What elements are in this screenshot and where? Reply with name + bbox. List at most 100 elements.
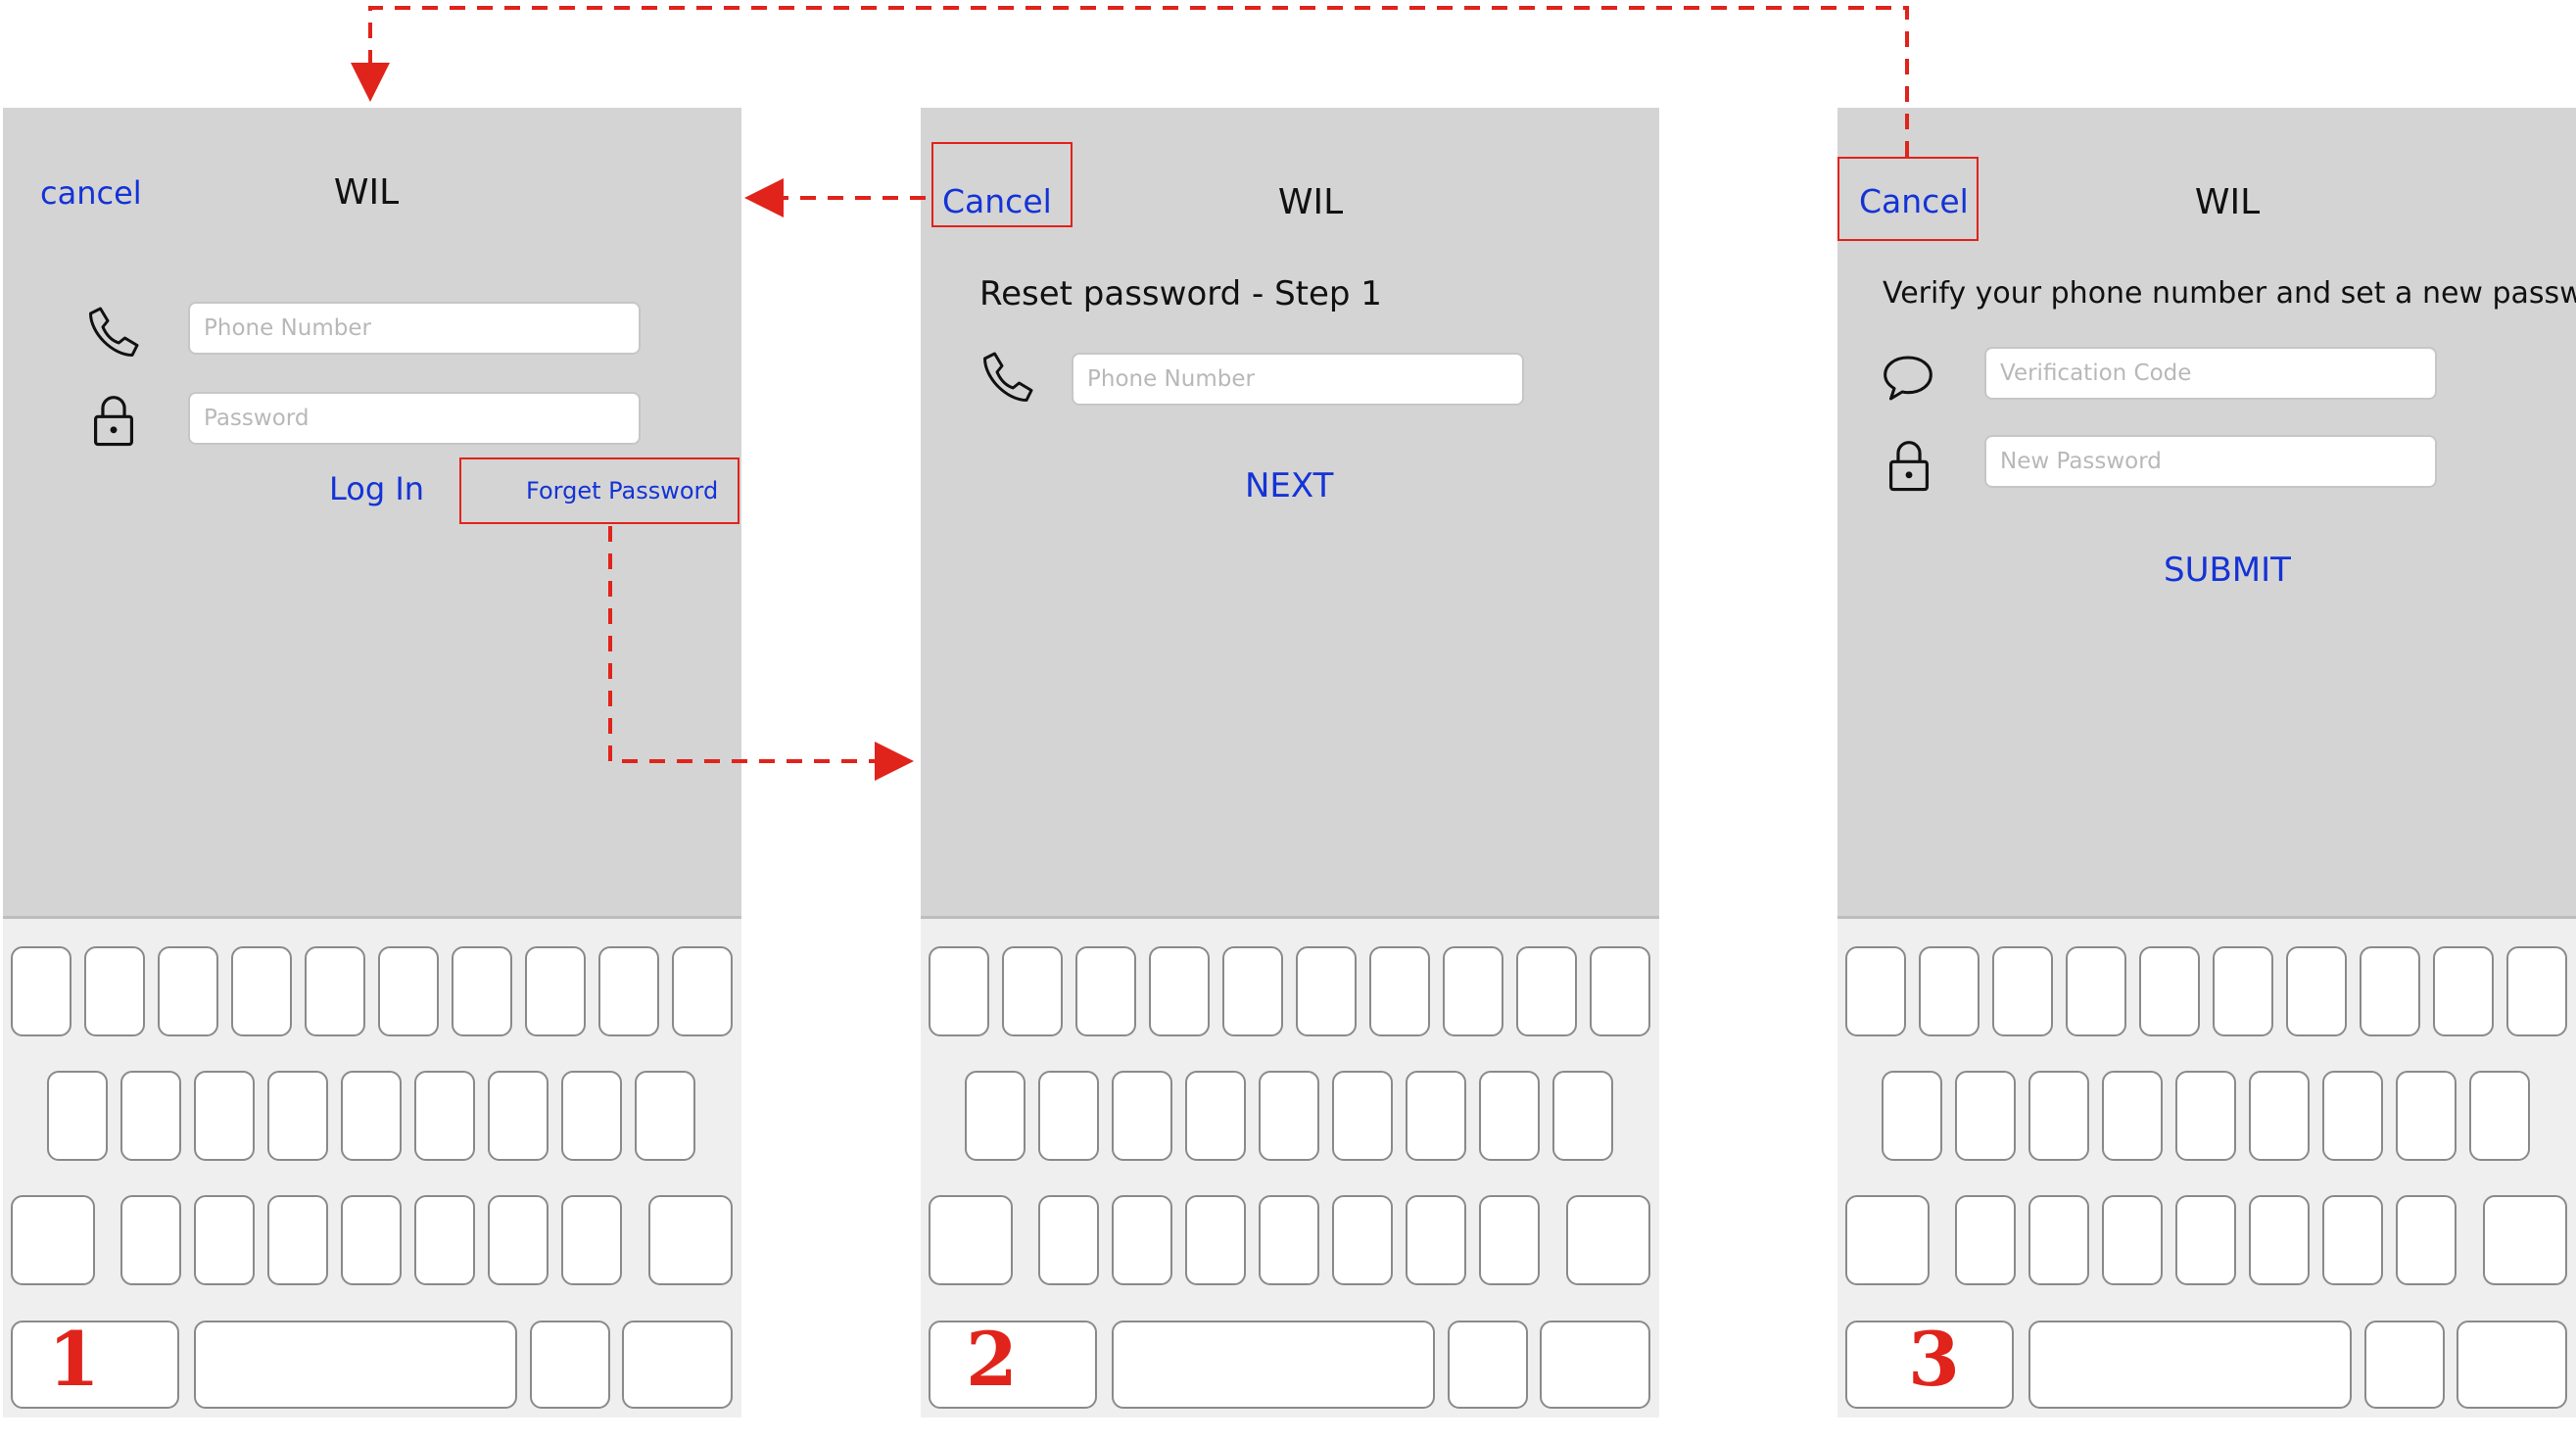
key[interactable] xyxy=(1222,946,1283,1036)
delete-key[interactable] xyxy=(2483,1195,2567,1285)
space-key[interactable] xyxy=(2028,1321,2352,1409)
key[interactable] xyxy=(2360,946,2420,1036)
delete-key[interactable] xyxy=(1566,1195,1650,1285)
key[interactable] xyxy=(1992,946,2053,1036)
key[interactable] xyxy=(2506,946,2567,1036)
key[interactable] xyxy=(378,946,439,1036)
cancel-link[interactable]: cancel xyxy=(40,174,142,212)
key[interactable] xyxy=(414,1071,475,1161)
key[interactable] xyxy=(2066,946,2126,1036)
key[interactable] xyxy=(11,946,72,1036)
key[interactable] xyxy=(1296,946,1357,1036)
key[interactable] xyxy=(1955,1071,2016,1161)
key[interactable] xyxy=(1479,1195,1540,1285)
forget-password-link[interactable]: Forget Password xyxy=(526,477,719,505)
key[interactable] xyxy=(1406,1195,1466,1285)
key[interactable] xyxy=(2322,1071,2383,1161)
key[interactable] xyxy=(2249,1195,2310,1285)
key[interactable] xyxy=(84,946,145,1036)
key[interactable] xyxy=(965,1071,1026,1161)
key[interactable] xyxy=(267,1071,328,1161)
key[interactable] xyxy=(530,1321,610,1409)
key[interactable] xyxy=(1406,1071,1466,1161)
login-button[interactable]: Log In xyxy=(329,470,425,507)
key[interactable] xyxy=(194,1071,255,1161)
key[interactable] xyxy=(120,1071,181,1161)
numbers-key[interactable] xyxy=(1845,1321,2014,1409)
key[interactable] xyxy=(1259,1071,1319,1161)
key[interactable] xyxy=(1443,946,1503,1036)
key[interactable] xyxy=(231,946,292,1036)
key[interactable] xyxy=(2102,1071,2163,1161)
key[interactable] xyxy=(525,946,586,1036)
submit-button[interactable]: SUBMIT xyxy=(2164,551,2291,590)
key[interactable] xyxy=(452,946,512,1036)
key[interactable] xyxy=(635,1071,695,1161)
phone-number-field[interactable] xyxy=(1072,353,1524,406)
key[interactable] xyxy=(1038,1071,1099,1161)
key[interactable] xyxy=(1075,946,1136,1036)
key[interactable] xyxy=(2286,946,2347,1036)
key[interactable] xyxy=(1590,946,1650,1036)
password-field[interactable] xyxy=(188,392,641,445)
numbers-key[interactable] xyxy=(11,1321,179,1409)
new-password-field[interactable] xyxy=(1984,435,2437,488)
space-key[interactable] xyxy=(1112,1321,1435,1409)
numbers-key[interactable] xyxy=(929,1321,1097,1409)
key[interactable] xyxy=(1955,1195,2016,1285)
shift-key[interactable] xyxy=(1845,1195,1930,1285)
key[interactable] xyxy=(341,1071,402,1161)
key[interactable] xyxy=(2213,946,2273,1036)
key[interactable] xyxy=(2028,1071,2089,1161)
key[interactable] xyxy=(929,946,989,1036)
key[interactable] xyxy=(1185,1071,1246,1161)
key[interactable] xyxy=(2139,946,2200,1036)
key[interactable] xyxy=(2322,1195,2383,1285)
key[interactable] xyxy=(1038,1195,1099,1285)
key[interactable] xyxy=(1149,946,1210,1036)
key[interactable] xyxy=(1882,1071,1942,1161)
key[interactable] xyxy=(1845,946,1906,1036)
key[interactable] xyxy=(194,1195,255,1285)
key[interactable] xyxy=(120,1195,181,1285)
cancel-link[interactable]: Cancel xyxy=(1859,182,1969,220)
key[interactable] xyxy=(2102,1195,2163,1285)
shift-key[interactable] xyxy=(929,1195,1013,1285)
return-key[interactable] xyxy=(622,1321,733,1409)
key[interactable] xyxy=(2469,1071,2530,1161)
key[interactable] xyxy=(1448,1321,1528,1409)
verification-code-field[interactable] xyxy=(1984,347,2437,400)
key[interactable] xyxy=(488,1195,549,1285)
space-key[interactable] xyxy=(194,1321,517,1409)
delete-key[interactable] xyxy=(648,1195,733,1285)
key[interactable] xyxy=(2364,1321,2445,1409)
key[interactable] xyxy=(1332,1195,1393,1285)
key[interactable] xyxy=(1185,1195,1246,1285)
key[interactable] xyxy=(598,946,659,1036)
key[interactable] xyxy=(1369,946,1430,1036)
key[interactable] xyxy=(1552,1071,1613,1161)
key[interactable] xyxy=(2249,1071,2310,1161)
key[interactable] xyxy=(488,1071,549,1161)
key[interactable] xyxy=(1332,1071,1393,1161)
key[interactable] xyxy=(2433,946,2494,1036)
cancel-link[interactable]: Cancel xyxy=(942,182,1052,220)
key[interactable] xyxy=(561,1071,622,1161)
key[interactable] xyxy=(1479,1071,1540,1161)
key[interactable] xyxy=(561,1195,622,1285)
key[interactable] xyxy=(1259,1195,1319,1285)
key[interactable] xyxy=(2028,1195,2089,1285)
key[interactable] xyxy=(1112,1071,1172,1161)
return-key[interactable] xyxy=(2457,1321,2567,1409)
key[interactable] xyxy=(414,1195,475,1285)
key[interactable] xyxy=(305,946,365,1036)
key[interactable] xyxy=(1002,946,1063,1036)
key[interactable] xyxy=(2175,1195,2236,1285)
phone-number-field[interactable] xyxy=(188,302,641,355)
key[interactable] xyxy=(341,1195,402,1285)
next-button[interactable]: NEXT xyxy=(1245,466,1334,505)
key[interactable] xyxy=(158,946,218,1036)
key[interactable] xyxy=(2396,1195,2457,1285)
key[interactable] xyxy=(47,1071,108,1161)
key[interactable] xyxy=(672,946,733,1036)
